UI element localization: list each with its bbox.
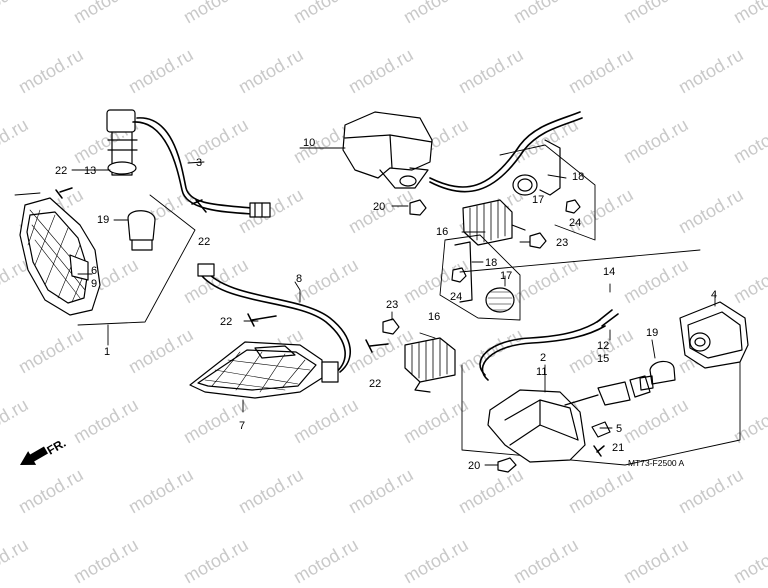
callout-16b: 16 [428,311,440,323]
socket-13 [106,109,138,176]
callout-12: 12 [597,340,609,352]
callout-17a: 17 [532,194,544,206]
callout-5: 5 [616,423,622,435]
callout-24a: 24 [569,217,581,229]
callout-numbers: 1 2 3 4 5 6 7 8 9 10 11 12 13 14 15 16 1… [55,137,717,472]
callout-19a: 19 [97,214,109,226]
callout-22c: 22 [220,316,232,328]
bulb-19-left [127,210,156,251]
callout-18b: 18 [485,257,497,269]
callout-22b: 22 [198,236,210,248]
callout-20b: 20 [468,460,480,472]
front-left-winker-lens [19,197,101,316]
callout-20a: 20 [373,201,385,213]
callout-23b: 23 [386,299,398,311]
callout-2: 2 [540,352,546,364]
callout-6: 6 [91,265,97,277]
diagram-canvas: FR. 1 2 3 4 5 6 7 8 9 10 11 12 13 14 15 … [14,109,749,473]
callout-9: 9 [91,278,97,290]
rear-winker-11 [487,389,586,463]
front-label: FR. [45,436,69,458]
callout-14: 14 [603,266,615,278]
callout-13: 13 [84,165,96,177]
callout-11: 11 [536,366,547,378]
callout-8: 8 [296,273,302,285]
callout-21: 21 [612,442,624,454]
callout-3: 3 [196,157,202,169]
callout-19b: 19 [646,327,658,339]
callout-4: 4 [711,289,717,301]
callout-1: 1 [104,346,110,358]
resistor-16-bottom [404,337,456,393]
callout-17b: 17 [500,270,512,282]
bulb-19-right [639,360,676,391]
callout-18a: 18 [572,171,584,183]
callout-23a: 23 [556,237,568,249]
callout-15: 15 [597,353,609,365]
callout-7: 7 [239,420,245,432]
callout-16a: 16 [436,226,448,238]
drawing-code: MT73-F2500 A [628,458,685,468]
callout-22a: 22 [55,165,67,177]
callout-22d: 22 [369,378,381,390]
callout-24b: 24 [450,291,462,303]
relay-unit-10 [342,111,433,189]
front-direction-arrow [20,446,48,465]
callout-10: 10 [303,137,315,149]
rear-lens-4 [679,301,749,369]
resistor-16-top [462,199,526,246]
position-lamp-7 [189,341,323,399]
